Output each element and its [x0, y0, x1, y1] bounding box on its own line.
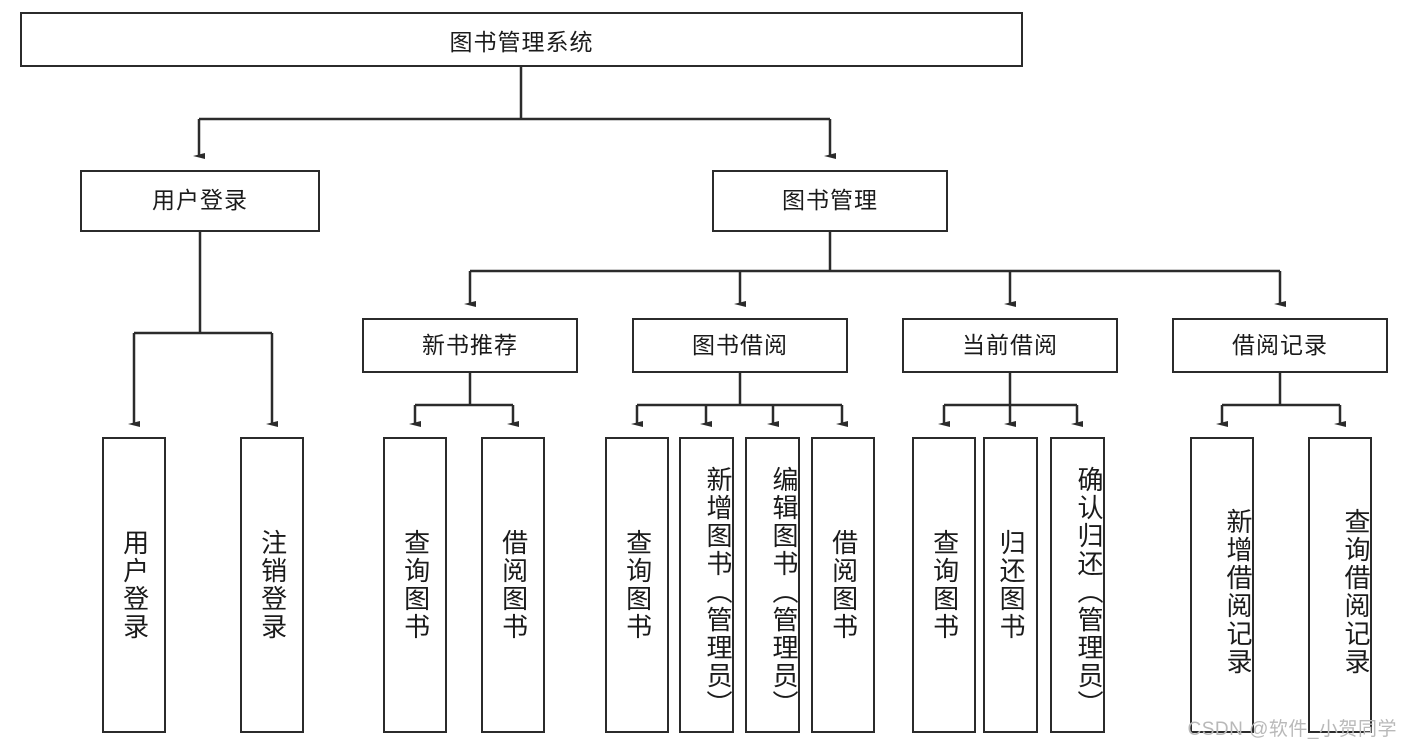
- leaf-query-book-cb[interactable]: 查询图书: [912, 437, 976, 733]
- leaf-return-book[interactable]: 归还图书: [983, 437, 1038, 733]
- node-book-borrow[interactable]: 图书借阅: [632, 318, 848, 373]
- leaf-edit-book-admin[interactable]: 编辑图书（管理员）: [745, 437, 800, 733]
- node-book-management[interactable]: 图书管理: [712, 170, 948, 232]
- node-user-login[interactable]: 用户登录: [80, 170, 320, 232]
- watermark-text: CSDN @软件_小贺同学: [1187, 719, 1397, 740]
- node-root-system[interactable]: 图书管理系统: [20, 12, 1023, 67]
- leaf-query-book-nb[interactable]: 查询图书: [383, 437, 447, 733]
- leaf-query-borrow-record[interactable]: 查询借阅记录: [1308, 437, 1372, 733]
- leaf-query-book-bb[interactable]: 查询图书: [605, 437, 669, 733]
- leaf-user-login[interactable]: 用户登录: [102, 437, 166, 733]
- node-new-book-recommend[interactable]: 新书推荐: [362, 318, 578, 373]
- node-borrow-record[interactable]: 借阅记录: [1172, 318, 1388, 373]
- leaf-confirm-return-admin[interactable]: 确认归还（管理员）: [1050, 437, 1105, 733]
- leaf-add-book-admin[interactable]: 新增图书（管理员）: [679, 437, 734, 733]
- leaf-add-borrow-record[interactable]: 新增借阅记录: [1190, 437, 1254, 733]
- leaf-borrow-book-nb[interactable]: 借阅图书: [481, 437, 545, 733]
- leaf-borrow-book-bb[interactable]: 借阅图书: [811, 437, 875, 733]
- node-current-borrow[interactable]: 当前借阅: [902, 318, 1118, 373]
- leaf-logout[interactable]: 注销登录: [240, 437, 304, 733]
